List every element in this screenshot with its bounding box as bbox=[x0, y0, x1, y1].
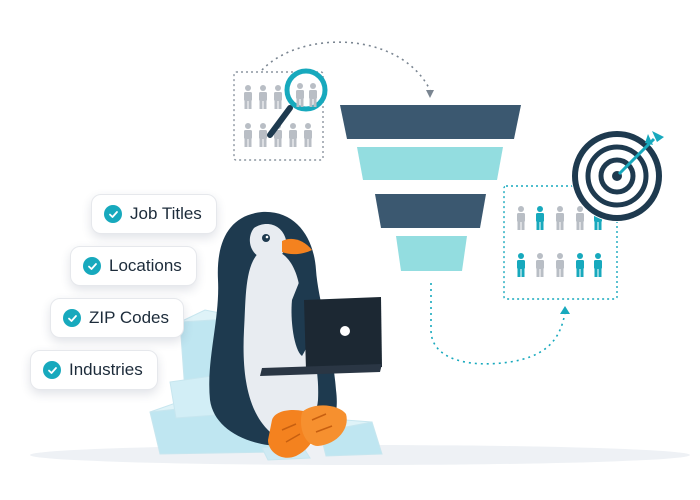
laptop bbox=[260, 297, 382, 376]
funnel-layer-1 bbox=[340, 105, 521, 139]
check-icon bbox=[104, 205, 122, 223]
target-group-box bbox=[503, 185, 618, 300]
target-icon bbox=[571, 130, 664, 222]
filter-label: ZIP Codes bbox=[89, 308, 170, 327]
dotted-arrow-top bbox=[261, 41, 431, 91]
funnel-layer-3 bbox=[375, 194, 486, 228]
filter-label: Job Titles bbox=[130, 204, 202, 223]
target-group-people bbox=[517, 206, 602, 277]
dotted-arrow-bottom bbox=[430, 283, 566, 365]
filter-label: Industries bbox=[69, 360, 143, 379]
filter-label: Locations bbox=[109, 256, 182, 275]
penguin bbox=[209, 211, 337, 447]
arrow-head-bottom bbox=[560, 306, 570, 314]
check-icon bbox=[83, 257, 101, 275]
check-icon bbox=[43, 361, 61, 379]
filter-pill-industries: Industries bbox=[30, 350, 158, 390]
funnel bbox=[340, 105, 521, 271]
magnifier-icon bbox=[267, 68, 328, 138]
funnel-layer-2 bbox=[357, 147, 503, 180]
filter-pill-locations: Locations bbox=[70, 246, 197, 286]
filter-pill-zip-codes: ZIP Codes bbox=[50, 298, 185, 338]
check-icon bbox=[63, 309, 81, 327]
penguin-feet bbox=[268, 405, 347, 458]
funnel-layer-4 bbox=[396, 236, 467, 271]
filter-pill-job-titles: Job Titles bbox=[91, 194, 217, 234]
arrow-head-top bbox=[426, 90, 434, 98]
